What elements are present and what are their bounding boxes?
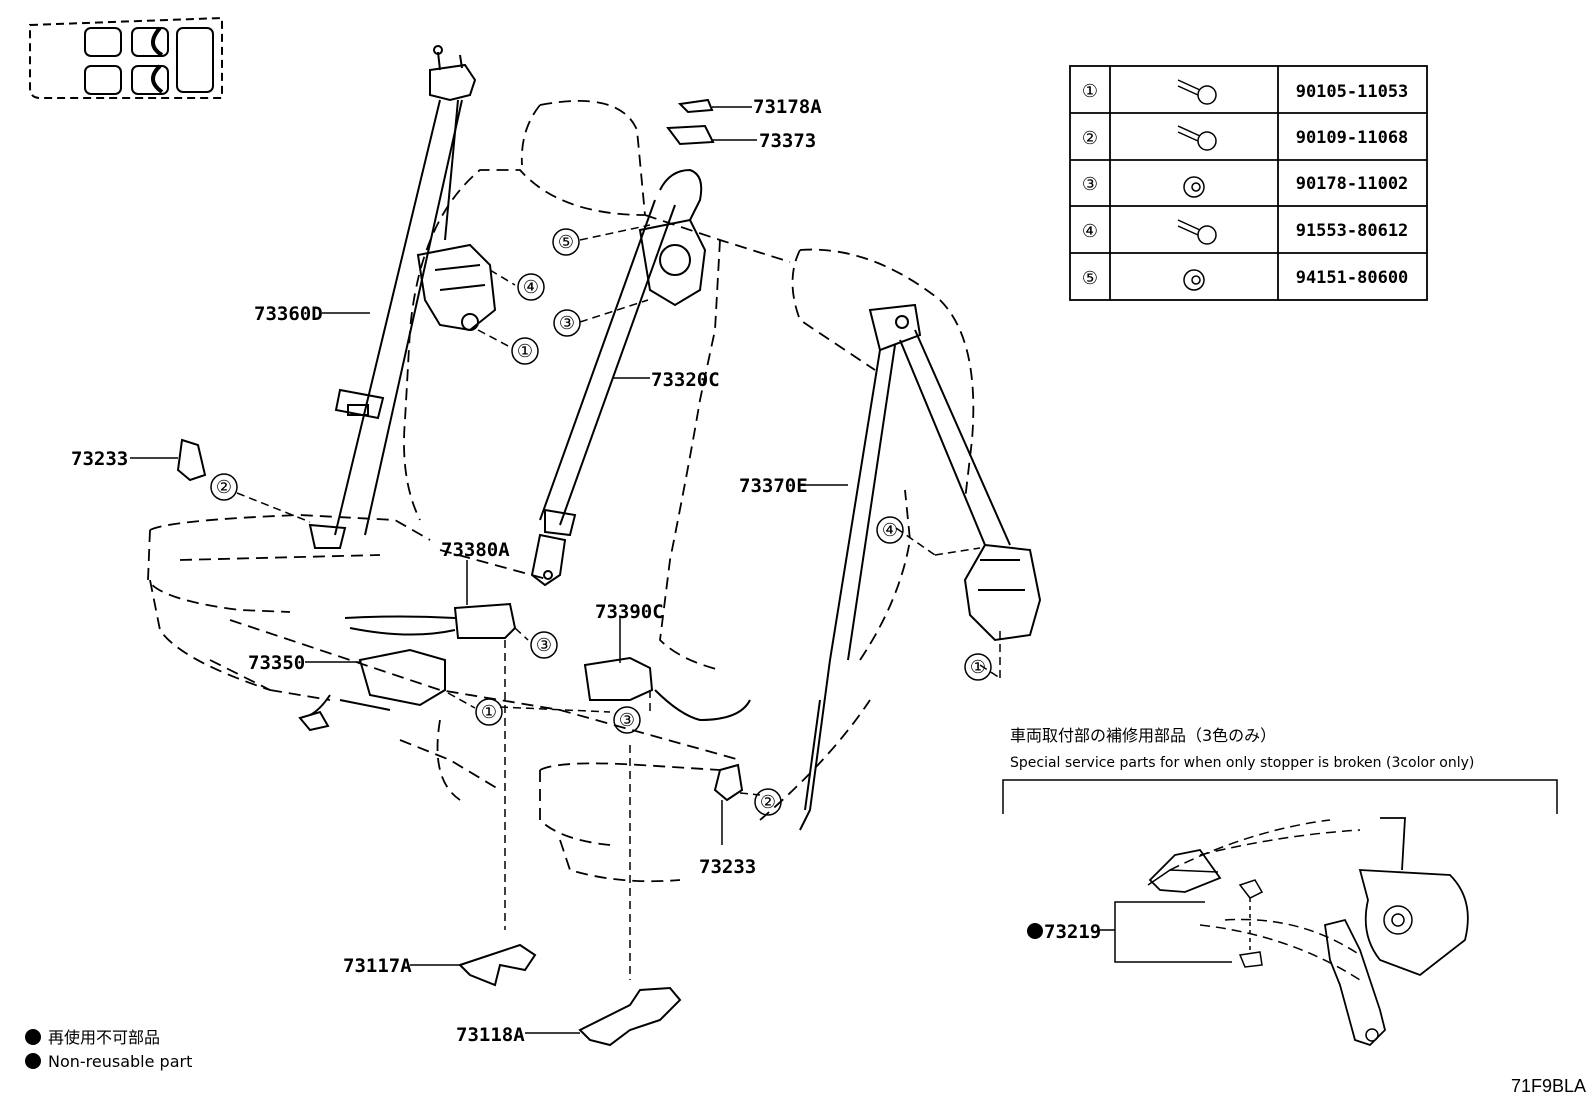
non-reusable-marker xyxy=(1027,923,1043,939)
buckle-73350 xyxy=(298,648,446,732)
table-ref: ③ xyxy=(1082,174,1098,195)
fastener-table xyxy=(1069,65,1428,301)
table-ref: ⑤ xyxy=(1082,268,1098,289)
buckle-73390C xyxy=(583,656,751,722)
label-73233-center: 73233 xyxy=(699,856,756,878)
legend-bullet xyxy=(25,1053,41,1069)
callout-4: ④ xyxy=(882,520,898,541)
legend-bullet xyxy=(25,1029,41,1045)
table-part-number: 90109-11068 xyxy=(1296,128,1409,148)
table-ref: ④ xyxy=(1082,221,1098,242)
cover-73373 xyxy=(666,124,715,146)
bracket-73117A xyxy=(458,943,537,987)
callout-leaders xyxy=(236,224,1001,980)
service-parts-inset xyxy=(1002,779,1558,1047)
label-73118A: 73118A xyxy=(456,1024,525,1046)
label-73370E: 73370E xyxy=(739,475,808,497)
callout-2: ② xyxy=(760,792,776,813)
callout-3: ③ xyxy=(559,313,575,334)
leader-lines xyxy=(130,106,848,1034)
legend-en: Non-reusable part xyxy=(48,1052,192,1071)
nut-icon xyxy=(1183,269,1205,291)
bracket-73118A xyxy=(578,986,682,1047)
tag-73178A xyxy=(677,98,714,114)
buckle-73380A xyxy=(344,602,517,639)
callout-2: ② xyxy=(216,477,232,498)
label-73219: 73219 xyxy=(1044,921,1101,943)
table-part-number: 90178-11002 xyxy=(1296,174,1409,194)
service-note-en: Special service parts for when only stop… xyxy=(1010,755,1474,771)
label-73233-left: 73233 xyxy=(71,448,128,470)
callout-1: ① xyxy=(517,341,533,362)
bolt-icon xyxy=(1177,79,1217,105)
label-73390C: 73390C xyxy=(595,601,664,623)
table-part-number: 90105-11053 xyxy=(1296,82,1409,102)
cover-73233-center xyxy=(713,763,744,802)
callout-circles xyxy=(210,228,992,816)
label-73350: 73350 xyxy=(248,652,305,674)
callout-3: ③ xyxy=(619,710,635,731)
nut-icon xyxy=(1183,176,1205,198)
label-73178A: 73178A xyxy=(753,96,822,118)
right-outer-seat-belt xyxy=(799,303,1042,831)
part-labels: 73178A 73373 73360D 73320C 73233 73380A … xyxy=(71,96,1101,1046)
bolt-icon xyxy=(1177,125,1217,151)
cover-73233-left xyxy=(176,438,207,482)
callout-3: ③ xyxy=(536,635,552,656)
callout-1: ① xyxy=(970,657,986,678)
label-73373: 73373 xyxy=(759,130,816,152)
table-part-number: 91553-80612 xyxy=(1296,221,1409,241)
label-73360D: 73360D xyxy=(254,303,323,325)
callout-5: ⑤ xyxy=(558,232,574,253)
rear-seat-outline xyxy=(147,100,975,883)
table-ref: ② xyxy=(1082,128,1098,149)
figure-code: 71F9BLA xyxy=(1511,1076,1586,1096)
label-73117A: 73117A xyxy=(343,955,412,977)
table-part-number: 94151-80600 xyxy=(1296,268,1409,288)
label-73380A: 73380A xyxy=(441,539,510,561)
callout-1: ① xyxy=(481,702,497,723)
vehicle-location-icon xyxy=(29,16,223,99)
left-outer-seat-belt xyxy=(308,45,497,549)
label-73320C: 73320C xyxy=(651,369,720,391)
fastener-table-text: ① ② ③ ④ ⑤ 90105-11053 90109-11068 90178-… xyxy=(1082,81,1408,289)
bolt-icon xyxy=(1177,219,1217,245)
service-note-jp: 車両取付部の補修用部品（3色のみ） xyxy=(1010,726,1276,745)
callout-numbers: ⑤ ④ ③ ① ② ③ ① ③ ② ④ ① xyxy=(216,232,986,813)
center-seat-belt xyxy=(530,168,707,587)
legend-jp: 再使用不可部品 xyxy=(48,1028,160,1047)
table-ref: ① xyxy=(1082,81,1098,102)
callout-4: ④ xyxy=(523,277,539,298)
